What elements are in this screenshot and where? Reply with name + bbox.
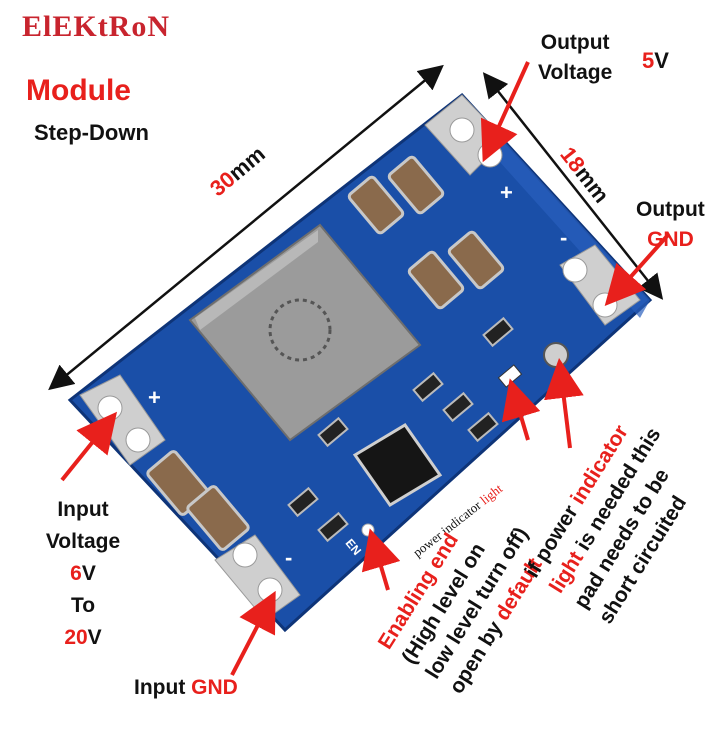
output-voltage-line1: Output (540, 31, 610, 54)
pad-input-plus (79, 374, 166, 466)
output-gnd-line2: GND (647, 228, 694, 251)
brand-logo: ElEKtRoN (22, 10, 171, 43)
input-min-num: 6 (70, 562, 82, 585)
width-arrow (482, 72, 664, 300)
title-module: Module (26, 74, 131, 107)
silk-plus-input: + (148, 385, 161, 410)
silk-minus-output: - (560, 225, 568, 250)
silk-plus-output: + (500, 180, 513, 205)
silk-minus-input: - (285, 545, 293, 570)
input-min-unit: V (81, 562, 96, 585)
output-gnd-line1: Output (636, 198, 705, 221)
input-voltage-line1: Input (57, 498, 109, 521)
output-voltage-label: Output Voltage (538, 28, 612, 88)
title-stepdown: Step-Down (34, 120, 149, 145)
input-voltage-label: Input Voltage 6V To 20V (38, 494, 128, 654)
ic-chip (352, 422, 443, 508)
input-max-unit: V (87, 626, 102, 649)
length-arrow (48, 64, 444, 391)
output-gnd-label: Output GND (636, 195, 705, 255)
output-voltage-num: 5 (642, 48, 655, 73)
input-to: To (70, 594, 96, 617)
input-max-num: 20 (64, 626, 88, 649)
enable-pad (361, 523, 375, 537)
input-voltage-line2: Voltage (45, 530, 121, 553)
short-pad (543, 342, 569, 368)
input-gnd-label: Input GND (134, 676, 238, 700)
input-gnd-prefix: Input (134, 676, 192, 699)
pointer-arrows (60, 61, 670, 676)
input-gnd-value: GND (191, 676, 238, 699)
output-voltage-line2: Voltage (538, 61, 613, 84)
output-voltage-unit: V (654, 48, 669, 73)
output-voltage-value: 5V (642, 48, 669, 74)
